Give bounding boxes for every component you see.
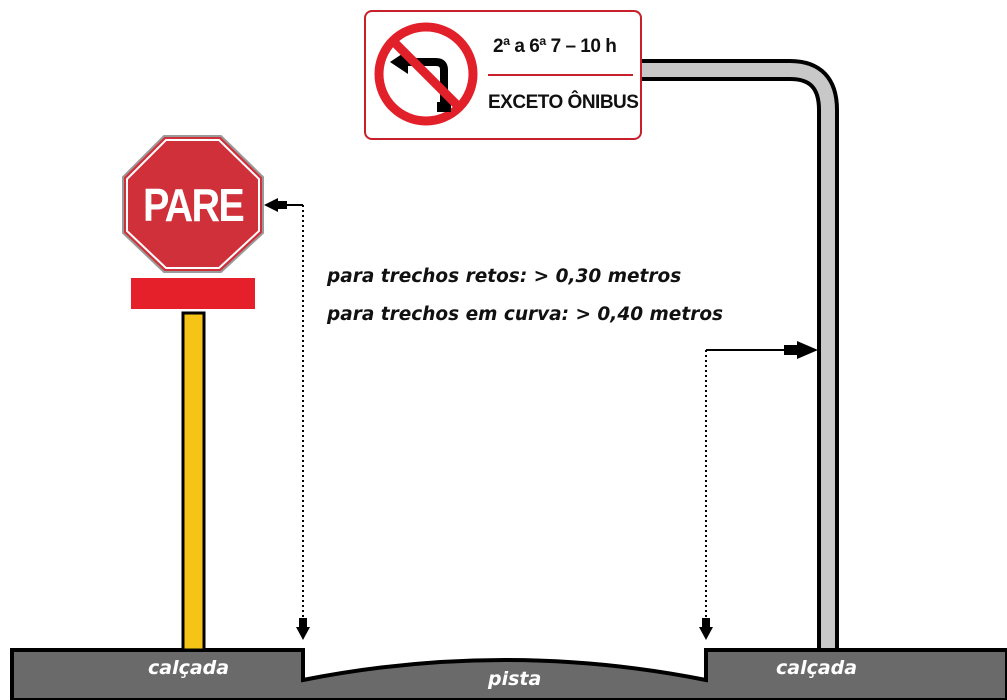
prohibition-exception-text: EXCETO ÔNIBUS xyxy=(488,92,639,113)
stop-sign-clearance-marker xyxy=(264,198,310,640)
overhead-support-pole xyxy=(640,59,839,648)
stop-sign-octagon xyxy=(122,135,264,273)
stop-sign xyxy=(122,135,264,273)
stop-sign-border xyxy=(126,139,260,269)
no-left-turn-icon xyxy=(374,22,478,126)
prohibition-schedule-text: 2ª a 6ª 7 – 10 h xyxy=(493,36,617,57)
overhead-support-pole-fill xyxy=(640,63,835,648)
left-sidewalk-label: calçada xyxy=(148,657,230,679)
stop-sign-text: PARE xyxy=(142,179,245,231)
clearance-note-curve: para trechos em curva: > 0,40 metros xyxy=(327,304,724,325)
stop-sign-plate xyxy=(131,278,255,309)
clearance-note-straight: para trechos retos: > 0,30 metros xyxy=(327,266,682,287)
road-label: pista xyxy=(488,668,542,690)
right-sidewalk-label: calçada xyxy=(776,657,858,679)
stop-sign-pole xyxy=(181,311,206,652)
overhead-pole-clearance-marker xyxy=(699,341,818,640)
